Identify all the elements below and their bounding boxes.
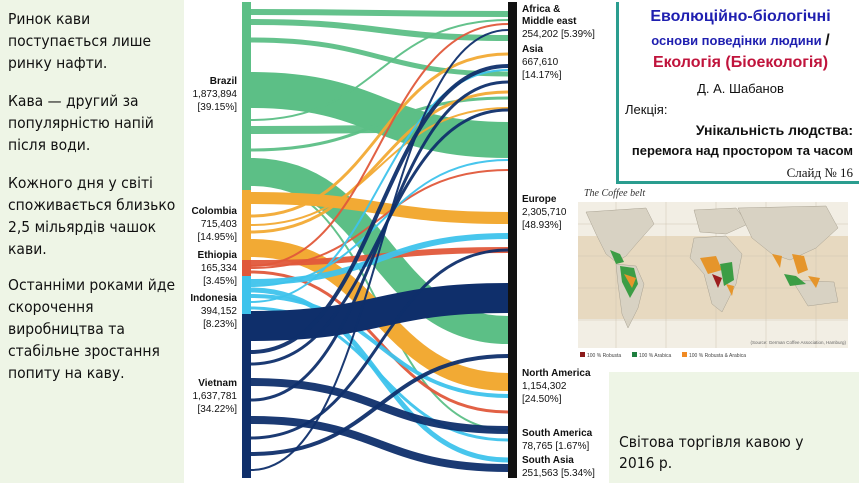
course-title-line3: Екологія (Біоекологія) (652, 54, 829, 71)
src-value-ethiopia: 165,334 (201, 263, 238, 274)
course-title-line2: основи поведінки людини / (651, 32, 830, 49)
flow-brazil-2 (250, 37, 509, 77)
flow-vietnam-24 (250, 283, 509, 341)
flow-brazil-1 (250, 19, 509, 41)
flow-brazil-8 (250, 19, 509, 121)
flow-ethiopia-15 (250, 169, 509, 269)
dst-name-south-asia: South Asia (522, 455, 574, 466)
caption-panel: Світова торгівля кавою у 2016 р. (609, 372, 859, 483)
left-text-panel: Ринок кави поступається лише ринку нафти… (0, 0, 184, 483)
src-value-brazil: 1,873,894 (193, 89, 238, 100)
dst-pct-europe: [48.93%] (522, 220, 562, 231)
flow-vietnam-26 (250, 108, 509, 366)
dst-value-asia: 667,610 (522, 57, 559, 68)
src-name-indonesia: Indonesia (190, 293, 237, 304)
flow-brazil-0 (250, 9, 509, 17)
coffee-trade-sankey: Brazil 1,873,894 [39.15%] Colombia 715,4… (190, 2, 595, 479)
dst-value-south-asia: 251,563 [5.34%] (522, 468, 595, 479)
coffee-belt-map: The Coffee belt (576, 184, 854, 366)
src-pct-brazil: [39.15%] (198, 102, 238, 113)
trade-caption: Світова торгівля кавою у 2016 р. (619, 433, 804, 472)
dst-name-south-america: South America (522, 428, 593, 439)
coffee-regions (610, 250, 820, 298)
flow-vietnam-28 (250, 80, 509, 402)
map-source: (Source: German Coffee Association, Hamb… (751, 340, 847, 345)
coffee-belt-map-svg: The Coffee belt (578, 188, 848, 359)
dst-pct-asia: [14.17%] (522, 70, 562, 81)
dst-value-europe: 2,305,710 (522, 207, 567, 218)
dst-name-africa-1: Africa & (522, 4, 560, 15)
src-pct-colombia: [14.95%] (198, 232, 238, 243)
flow-colombia-10 (250, 52, 509, 218)
flow-brazil-3 (250, 72, 509, 158)
dst-name-europe: Europe (522, 194, 557, 205)
flow-vietnam-30 (250, 248, 509, 440)
src-value-indonesia: 394,152 (201, 306, 238, 317)
lecture-topic-line2: перемога над простором та часом (631, 143, 853, 158)
legend-label-mix: 100 % Robusta & Arabica (689, 353, 746, 359)
src-name-brazil: Brazil (210, 76, 237, 87)
src-name-vietnam: Vietnam (198, 378, 237, 389)
fact-oil-market: Ринок кави поступається лише ринку нафти… (8, 10, 152, 72)
dst-value-south-america: 78,765 [1.67%] (522, 441, 590, 452)
continents (585, 205, 839, 329)
dst-name-asia: Asia (522, 44, 544, 55)
src-name-ethiopia: Ethiopia (198, 250, 238, 261)
map-legend: 100 % Robusta 100 % Arabica 100 % Robust… (580, 352, 746, 359)
src-pct-indonesia: [8.23%] (203, 319, 237, 330)
src-value-vietnam: 1,637,781 (193, 391, 238, 402)
dst-name-africa-2: Middle east (522, 16, 577, 27)
source-bar-brazil (242, 2, 251, 190)
sankey-flows (250, 9, 509, 472)
source-bar-indonesia (242, 276, 251, 314)
src-name-colombia: Colombia (191, 206, 237, 217)
lecture-topic-line1: Унікальність людства: (695, 122, 853, 138)
dst-name-north-america: North America (522, 368, 591, 379)
lecture-label: Лекція: (625, 102, 668, 117)
author-name: Д. А. Шабанов (697, 81, 784, 96)
legend-swatch-robusta (580, 352, 585, 357)
flow-ethiopia-17 (250, 23, 509, 267)
fact-second-drink: Кава — другий за популярністю напій післ… (8, 92, 154, 154)
src-pct-ethiopia: [3.45%] (203, 276, 237, 287)
flow-colombia-13 (250, 107, 509, 226)
flow-indonesia-23 (250, 159, 509, 287)
source-bar-vietnam (242, 314, 251, 478)
slide-number: Слайд № 16 (786, 165, 853, 180)
source-bar-ethiopia (242, 260, 251, 276)
legend-label-arabica: 100 % Arabica (639, 353, 671, 359)
course-title-line1: Еволюційно-біологічні (650, 8, 831, 25)
dst-value-north-america: 1,154,302 (522, 381, 567, 392)
flow-vietnam-29 (250, 416, 509, 472)
lecture-title-box: Еволюційно-біологічні основи поведінки л… (616, 2, 859, 184)
flow-brazil-4 (250, 124, 509, 134)
fact-production-demand: Останніми роками йде скорочення виробниц… (8, 276, 176, 382)
source-bars (242, 2, 251, 478)
src-pct-vietnam: [34.22%] (198, 404, 238, 415)
dst-value-africa: 254,202 [5.39%] (522, 29, 595, 40)
legend-label-robusta: 100 % Robusta (587, 353, 621, 359)
legend-swatch-mix (682, 352, 687, 357)
legend-swatch-arabica (632, 352, 637, 357)
flow-vietnam-25 (250, 64, 509, 354)
flow-vietnam-32 (250, 29, 509, 471)
dst-pct-north-america: [24.50%] (522, 394, 562, 405)
source-bar-colombia (242, 190, 251, 260)
fact-daily-cups: Кожного дня у світі споживається близько… (8, 174, 176, 258)
map-title: The Coffee belt (584, 188, 645, 199)
destination-bar (508, 2, 517, 478)
flow-brazil-6 (250, 96, 509, 152)
src-value-colombia: 715,403 (201, 219, 238, 230)
